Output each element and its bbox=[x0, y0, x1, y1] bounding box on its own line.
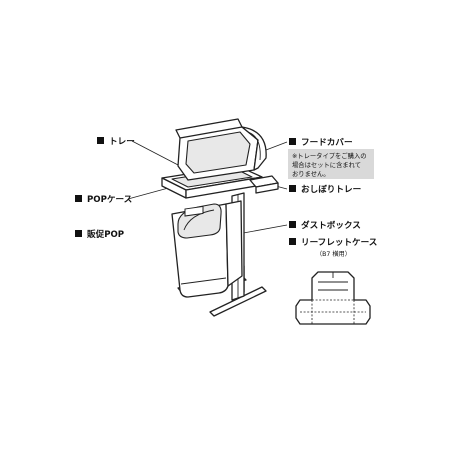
bullet-oshibori-tray bbox=[289, 185, 296, 192]
bullet-dust-box bbox=[289, 221, 296, 228]
label-leaflet-case-text: リーフレットケース bbox=[301, 237, 377, 248]
leader-hood-cover bbox=[265, 141, 288, 151]
label-pop-case-text: POPケース bbox=[87, 194, 132, 205]
leader-dust-box bbox=[237, 224, 288, 235]
leader-tray bbox=[131, 140, 181, 167]
label-leaflet-case: リーフレットケース （B7 横用） bbox=[289, 237, 377, 258]
label-leaflet-case-sub: （B7 横用） bbox=[316, 250, 351, 258]
label-oshibori-tray: おしぼりトレー bbox=[289, 183, 361, 195]
note-line-1: ※トレータイプをご購入の bbox=[292, 151, 367, 160]
label-oshibori-tray-text: おしぼりトレー bbox=[301, 183, 361, 195]
note-box: ※トレータイプをご購入の 場合はセットに含まれて おりません。 bbox=[288, 149, 374, 179]
leaflet-case-outline bbox=[295, 271, 371, 325]
note-line-2: 場合はセットに含まれて bbox=[292, 160, 361, 169]
bullet-leaflet-case bbox=[289, 238, 296, 245]
oshibori-tray bbox=[249, 175, 279, 194]
label-sales-pop-text: 販促POP bbox=[87, 228, 124, 240]
note-box-bg bbox=[288, 149, 374, 179]
note-line-3: おりません。 bbox=[292, 170, 330, 178]
leaflet-case bbox=[295, 271, 371, 325]
label-dust-box-text: ダストボックス bbox=[301, 219, 361, 231]
label-tray-text: トレー bbox=[109, 136, 135, 147]
label-tray: トレー bbox=[97, 136, 135, 147]
leaflet-case-slits bbox=[318, 281, 348, 291]
tray-assembly bbox=[175, 118, 267, 181]
label-dust-box: ダストボックス bbox=[289, 219, 361, 231]
label-pop-case: POPケース bbox=[75, 194, 132, 205]
dust-box-trim bbox=[180, 277, 227, 285]
base-foot-right bbox=[209, 286, 267, 317]
tray-inner bbox=[185, 131, 251, 174]
dust-box-opening-inner bbox=[183, 209, 215, 231]
hood-cover-edge bbox=[247, 131, 261, 161]
bullet-sales-pop bbox=[75, 230, 82, 237]
label-hood-cover-text: フードカバー bbox=[301, 137, 353, 148]
tray-handle bbox=[175, 118, 243, 139]
leaflet-case-fold-lines bbox=[300, 299, 366, 324]
label-sales-pop: 販促POP bbox=[75, 228, 124, 240]
sales-pop-card bbox=[184, 205, 204, 217]
leader-lines bbox=[127, 140, 288, 235]
bullet-tray bbox=[97, 137, 104, 144]
dust-box-side bbox=[225, 200, 243, 287]
oshibori-tray-front bbox=[255, 182, 279, 194]
bullet-hood-cover bbox=[289, 138, 296, 145]
label-hood-cover: フードカバー bbox=[289, 137, 353, 148]
leader-pop-case bbox=[127, 186, 173, 200]
dust-box bbox=[171, 200, 243, 298]
bullet-pop-case bbox=[75, 195, 82, 202]
